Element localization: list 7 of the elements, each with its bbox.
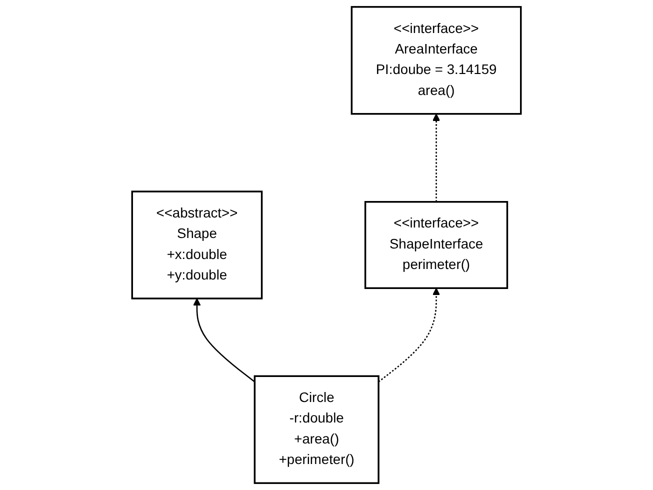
arrow [432, 114, 440, 202]
arrow [378, 288, 440, 382]
arrow [193, 298, 256, 382]
node-box: <<interface>> AreaInterface PI:doube = 3.14159 area() [350, 6, 522, 115]
node-box: <<interface>> ShapeInterface perimeter() [364, 201, 508, 289]
node-box: <<abstract>> Shape +x:double +y:double [131, 190, 263, 300]
node-box: Circle -r:double +area() +perimeter() [254, 375, 380, 484]
